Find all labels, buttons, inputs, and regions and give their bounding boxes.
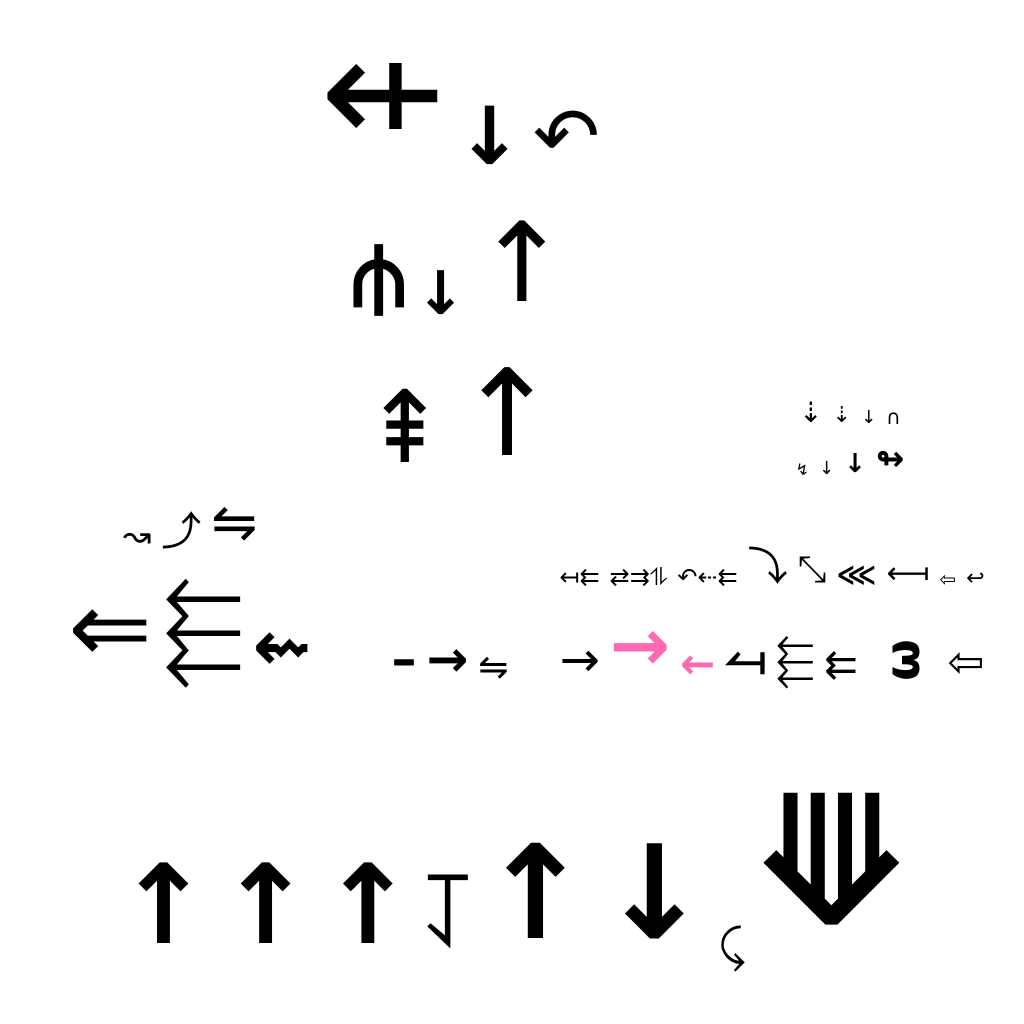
hook-left-icon: ↩ — [966, 565, 985, 591]
harpoon-with-bar-icon: ⥡ — [423, 853, 471, 971]
harpoon-bar-right-icon: ⥚ — [725, 629, 766, 688]
left-paired-arrows-icon: ⇇ — [824, 642, 858, 688]
up-arrow-bottom-3-icon: ↑ — [321, 841, 414, 969]
pink-right-arrow-icon: → — [609, 603, 671, 687]
curved-arrow-right-icon: ⤵ — [747, 544, 788, 590]
top-arm: ⇷ ↓ ↶ ⫛ ↓ ↑ ⇞ ↑ — [250, 0, 670, 490]
left-arm: ↝ ⤴ ⇋ ⇐ ⬱ ⇜ — [0, 490, 380, 690]
small-arrows-2-icon: ⇄⇉⥮ — [609, 563, 668, 591]
left-right-harpoons-icon: ⇋ — [478, 647, 509, 688]
feathered-left-icon: ⋘ — [836, 558, 877, 591]
bottom-arm: ↑ ↑ ↑ ⥡ ↑ ↓ ⤹ ⟱ — [0, 700, 1024, 1024]
down-arrow-icon: ↓ — [455, 89, 523, 183]
cap-icon: ∩ — [886, 404, 901, 429]
small-arrows-3-icon: ↶⇠⇇ — [677, 563, 738, 591]
left-double-arrow-big-icon: ⇐ — [68, 569, 153, 686]
dashed-down-2-icon: ⇣ — [832, 403, 852, 428]
zigzag-down-icon: ↯ — [795, 460, 809, 479]
vertical-row-2: ↯ ↓ ↓ ↬ — [796, 438, 905, 481]
left-squiggle-arrow-icon: ⇜ — [253, 604, 312, 687]
center-row: – → ⇋ — [391, 628, 508, 691]
top-row-3: ⇞ ↑ — [363, 340, 557, 490]
dashed-down-1-icon: ⇣ — [799, 395, 823, 429]
small-arrows-1-icon: ↤⇇ — [559, 563, 600, 591]
down-plus-icon: ↓ — [861, 407, 877, 428]
harpoons-left-icon: ⇋ — [211, 490, 258, 555]
up-arrow-long-icon: ↑ — [456, 345, 558, 484]
curved-hook-arrow-icon: ⤹ — [718, 919, 746, 973]
diag-arrow-icon: ⤡ — [797, 549, 827, 590]
up-arrow-bottom-1-icon: ↑ — [117, 841, 210, 969]
down-arrow-small-icon: ↓ — [415, 259, 466, 329]
psi-arrow-icon: ⫛ — [352, 222, 406, 328]
down-arrow-bold-icon: ↓ — [599, 817, 709, 969]
three-left-arrows-icon: ⬱ — [162, 569, 244, 686]
left-row-2: ⇐ ⬱ ⇜ — [68, 565, 311, 690]
pink-left-arrow-icon: ← — [680, 638, 716, 688]
right-row-2: → → ← ⥚ ⬱ ⇇ ω ⇦ — [560, 600, 985, 690]
hollow-left-small-icon: ⇦ — [939, 567, 957, 591]
right-arrow-center-icon: → — [426, 629, 469, 688]
left-arrow-with-stroke-icon: ⇷ — [320, 5, 446, 179]
up-arrow-bottom-2-icon: ↑ — [219, 841, 312, 969]
wave-arrow-icon: ↝ — [122, 515, 152, 556]
hollow-left-arrow-icon: ⇦ — [947, 637, 985, 688]
top-row-2: ⫛ ↓ ↑ — [352, 195, 568, 333]
right-arrow-mid-icon: → — [559, 632, 600, 688]
up-arrow-bold-icon: ↑ — [480, 817, 590, 969]
triple-down-arrow-icon: ⟱ — [755, 757, 907, 967]
anticlockwise-arrow-icon: ↶ — [532, 89, 600, 183]
dash-icon: – — [391, 629, 417, 688]
left-arrow-from-bar-icon: ⟻ — [886, 555, 930, 591]
up-arrow-icon: ↑ — [475, 198, 568, 327]
up-arrow-feathered-icon: ⇞ — [362, 369, 447, 486]
right-row-1: ↤⇇ ⇄⇉⥮ ↶⇠⇇ ⤵ ⤡ ⋘ ⟻ ⇦ ↩ — [559, 542, 984, 592]
omega-arrow-icon: ω — [874, 639, 931, 681]
top-row-1: ⇷ ↓ ↶ — [320, 0, 600, 187]
vertical-row-1: ⇣ ⇣ ↓ ∩ — [799, 395, 901, 430]
three-left-arrows-right-icon: ⬱ — [775, 632, 815, 688]
loop-arrow-icon: ↬ — [875, 438, 905, 479]
down-stroke-icon: ↓ — [844, 448, 866, 479]
right-vertical-arm: ⇣ ⇣ ↓ ∩ ↯ ↓ ↓ ↬ — [700, 250, 1000, 480]
center-hub: – → ⇋ — [380, 490, 520, 690]
curved-up-arrow-icon: ⤴ — [161, 509, 202, 555]
left-row-1: ↝ ⤴ ⇋ — [123, 488, 258, 557]
bottom-row: ↑ ↑ ↑ ⥡ ↑ ↓ ⤹ ⟱ — [117, 750, 906, 975]
right-arm: ↤⇇ ⇄⇉⥮ ↶⇠⇇ ⤵ ⤡ ⋘ ⟻ ⇦ ↩ → → ← ⥚ ⬱ ⇇ ω ⇦ — [520, 490, 1024, 690]
down-small-icon: ↓ — [819, 457, 835, 479]
